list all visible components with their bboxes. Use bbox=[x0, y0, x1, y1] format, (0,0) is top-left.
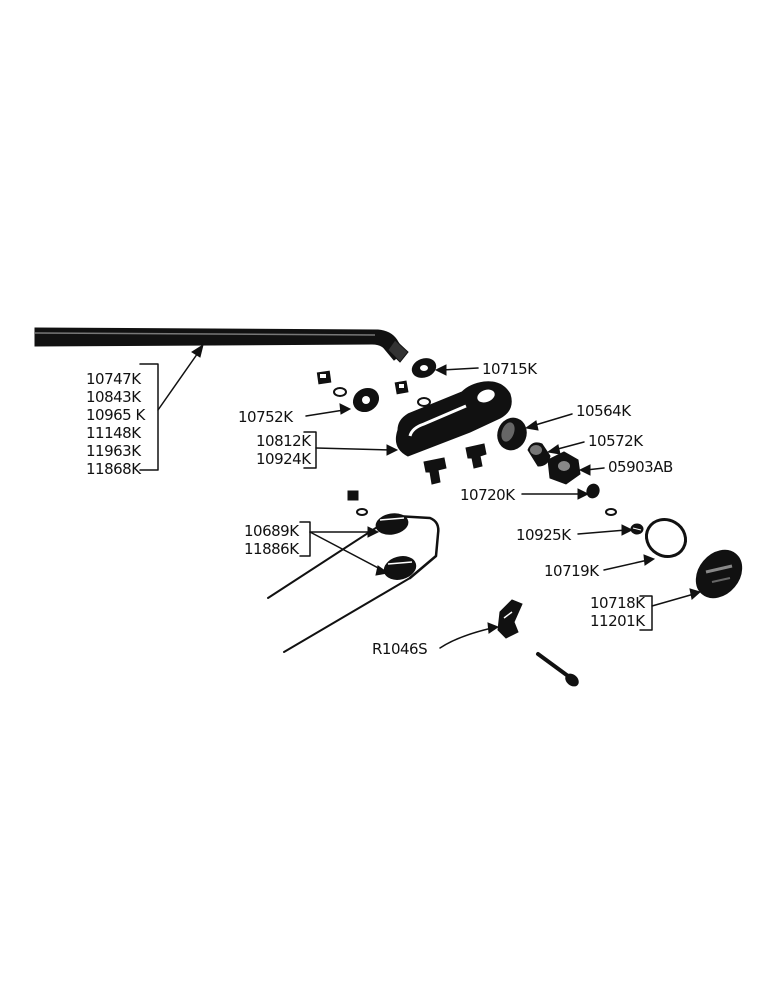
callout-cap-1: 10718K bbox=[590, 594, 646, 612]
pin-part bbox=[536, 652, 579, 687]
callout-arm-1: 10812K bbox=[256, 432, 312, 450]
lock-washer-1 bbox=[333, 387, 347, 397]
callout-rod-4: 11148K bbox=[86, 424, 142, 442]
bushing-10564k bbox=[497, 417, 527, 451]
callout-rod-2: 10843K bbox=[86, 388, 142, 406]
spring-part bbox=[267, 490, 440, 653]
nut-05903ab bbox=[547, 451, 581, 485]
callout-washer-left: 10752K bbox=[238, 408, 294, 426]
callout-rod-group: 10747K 10843K 10965 K 11148K 11963K 1186… bbox=[86, 370, 147, 478]
callout-bushing: 10564K bbox=[576, 402, 632, 420]
leader-lines bbox=[139, 343, 702, 649]
callout-spring-2: 11886K bbox=[244, 540, 300, 558]
callout-clip: R1046S bbox=[372, 640, 427, 658]
rod-part bbox=[34, 327, 409, 363]
callout-rod-5: 11963K bbox=[86, 442, 142, 460]
callout-arm-2: 10924K bbox=[256, 450, 312, 468]
square-nut-1 bbox=[316, 370, 332, 385]
collar-10572k bbox=[527, 442, 551, 467]
callout-small-washer: 10720K bbox=[460, 486, 516, 504]
callout-spring-group: 10689K 11886K bbox=[244, 522, 301, 558]
callout-spring-1: 10689K bbox=[244, 522, 300, 540]
callout-arm-group: 10812K 10924K bbox=[256, 432, 313, 468]
bolt-2 bbox=[465, 443, 487, 469]
callout-rod-6: 11868K bbox=[86, 460, 142, 478]
washer-10720k bbox=[586, 483, 600, 499]
callout-washer-top: 10715K bbox=[482, 360, 538, 378]
washer-10715k bbox=[411, 358, 437, 378]
callout-screw: 10925K bbox=[516, 526, 572, 544]
ring-10719k bbox=[644, 517, 688, 559]
callout-nut: 05903AB bbox=[608, 458, 673, 476]
callout-cap-group: 10718K 11201K bbox=[590, 594, 647, 630]
callout-rod-3: 10965 K bbox=[86, 406, 146, 424]
lock-washer-2 bbox=[417, 397, 431, 407]
callout-cap-2: 11201K bbox=[590, 612, 646, 630]
cap-10718k bbox=[695, 549, 743, 599]
callout-collar: 10572K bbox=[588, 432, 644, 450]
callout-ring: 10719K bbox=[544, 562, 600, 580]
screw-10925k bbox=[630, 523, 644, 535]
clip-r1046s bbox=[497, 599, 523, 639]
washer-10752k bbox=[352, 387, 380, 413]
callout-rod-1: 10747K bbox=[86, 370, 142, 388]
bolt-1 bbox=[423, 457, 447, 485]
square-nut-2 bbox=[394, 380, 409, 395]
arm-part bbox=[395, 381, 512, 457]
lock-washer-3 bbox=[605, 508, 617, 516]
